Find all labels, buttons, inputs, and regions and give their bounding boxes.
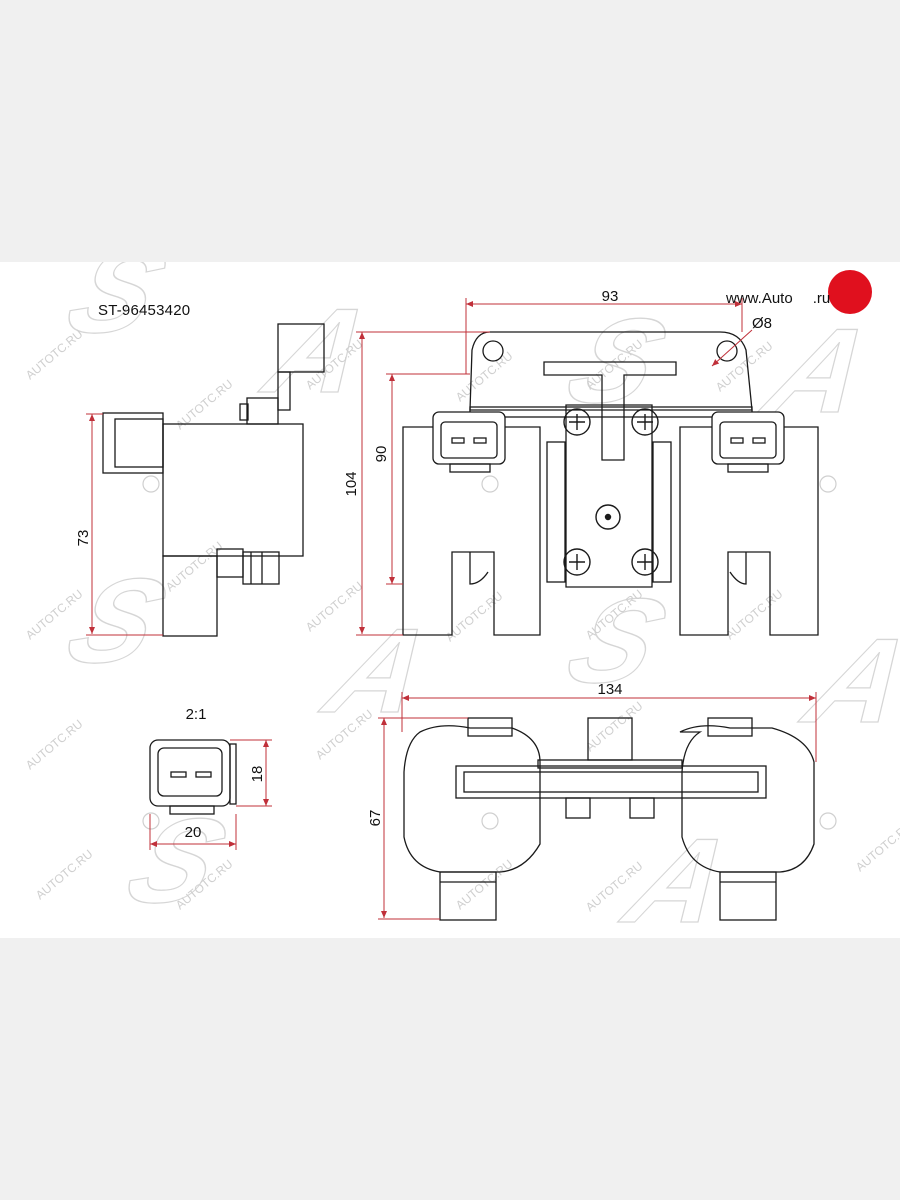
watermark-text: AUTOTC.RU (453, 857, 515, 913)
dim-bottom-width: 134 (597, 681, 622, 698)
dim-side-height: 73 (75, 530, 92, 547)
registered-icon (142, 475, 837, 830)
watermark-text: AUTOTC.RU (853, 819, 900, 875)
autotc-logo-icon (828, 270, 872, 314)
site-prefix: www.Auto (726, 290, 793, 307)
dim-front-height-inner: 90 (373, 446, 390, 463)
dim-hole-diameter: Ø8 (752, 315, 772, 332)
site-brand: TC (792, 290, 813, 307)
technical-drawing: S A S A S A S A S A AUTOTC.RU AUTOTC.RU … (23, 262, 900, 938)
site-url[interactable]: www.AutoTC.ru (726, 290, 830, 307)
dim-connector-scale: 2:1 (186, 706, 207, 723)
connector-detail (149, 739, 237, 815)
dim-front-height-outer: 104 (343, 471, 360, 496)
watermark-text: AUTOTC.RU (23, 717, 85, 773)
dim-front-width: 93 (602, 288, 619, 305)
watermark-text: AUTOTC.RU (723, 587, 785, 643)
mount-hole (716, 340, 738, 362)
part-number: ST-96453420 (98, 302, 191, 319)
front-view (402, 331, 819, 636)
phillips-screw-icon (563, 408, 659, 576)
watermark-text: AUTOTC.RU (713, 339, 775, 395)
dimension-labels: 73 93 104 90 Ø8 2:1 18 20 134 67 (75, 288, 772, 841)
site-suffix: .ru (812, 290, 831, 307)
dim-connector-height: 18 (249, 766, 266, 783)
dimension-lines (86, 298, 817, 920)
watermark-text: AUTOTC.RU (453, 349, 515, 405)
mount-hole (482, 340, 504, 362)
bottom-view (403, 717, 815, 921)
drawing-sheet: S A S A S A S A S A AUTOTC.RU AUTOTC.RU … (0, 262, 900, 938)
watermark-text: AUTOTC.RU (33, 847, 95, 903)
dim-connector-width: 20 (185, 824, 202, 841)
side-view (102, 323, 325, 637)
dim-bottom-height: 67 (367, 810, 384, 827)
